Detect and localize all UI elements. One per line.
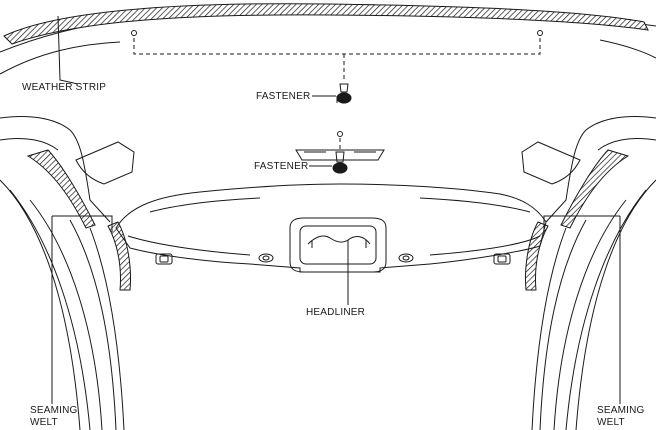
label-fastener-mid: FASTENER bbox=[254, 161, 309, 172]
label-seaming-welt-right-line1: SEAMING bbox=[597, 405, 645, 416]
left-visor bbox=[75, 141, 135, 185]
clip-hole-right bbox=[537, 30, 543, 36]
headliner-right-edge bbox=[419, 197, 531, 213]
headliner-inner-edge bbox=[127, 235, 541, 256]
left-round-socket bbox=[258, 253, 274, 263]
right-pillar-outer bbox=[545, 116, 656, 223]
headliner-panel bbox=[115, 183, 547, 273]
left-socket bbox=[155, 253, 173, 265]
left-pillar-inner bbox=[0, 137, 59, 151]
right-visor bbox=[521, 141, 581, 185]
right-seaming-welt-upper bbox=[560, 149, 630, 229]
fastener-mid-icon bbox=[332, 151, 348, 174]
right-callout-box bbox=[543, 215, 620, 232]
lamp-wiring bbox=[307, 235, 371, 248]
left-body-curves bbox=[0, 179, 125, 430]
fastener-guide-dashed bbox=[133, 38, 541, 55]
label-seaming-welt-left-line2: WELT bbox=[30, 417, 58, 428]
label-seaming-welt-left-line1: SEAMING bbox=[30, 405, 78, 416]
right-seaming-welt-lower bbox=[525, 221, 549, 291]
clip-hole-left bbox=[131, 30, 137, 36]
right-pillar-inner bbox=[597, 137, 656, 151]
label-fastener-top: FASTENER bbox=[256, 91, 311, 102]
left-seaming-welt-upper bbox=[26, 149, 96, 229]
label-seaming-welt-right-line2: WELT bbox=[597, 417, 625, 428]
roof-right-line bbox=[599, 39, 656, 59]
fastener-top-icon bbox=[336, 83, 352, 104]
dome-bracket bbox=[295, 149, 385, 161]
right-round-socket bbox=[398, 253, 414, 263]
center-lamp-housing bbox=[289, 217, 387, 273]
left-callout-box bbox=[52, 215, 113, 232]
label-headliner: HEADLINER bbox=[306, 307, 366, 318]
right-socket bbox=[493, 253, 511, 265]
right-body-curves bbox=[531, 179, 656, 430]
center-lamp-opening bbox=[299, 225, 377, 265]
roof-inner-line bbox=[0, 41, 121, 75]
weather-strip bbox=[3, 3, 649, 45]
left-seaming-welt-lower bbox=[107, 221, 131, 291]
label-weather-strip: WEATHER STRIP bbox=[22, 82, 107, 93]
leader-weather-strip bbox=[57, 15, 79, 85]
clip-hole-mid bbox=[337, 131, 343, 137]
left-pillar-outer bbox=[0, 116, 111, 223]
headliner-left-edge bbox=[149, 197, 261, 213]
